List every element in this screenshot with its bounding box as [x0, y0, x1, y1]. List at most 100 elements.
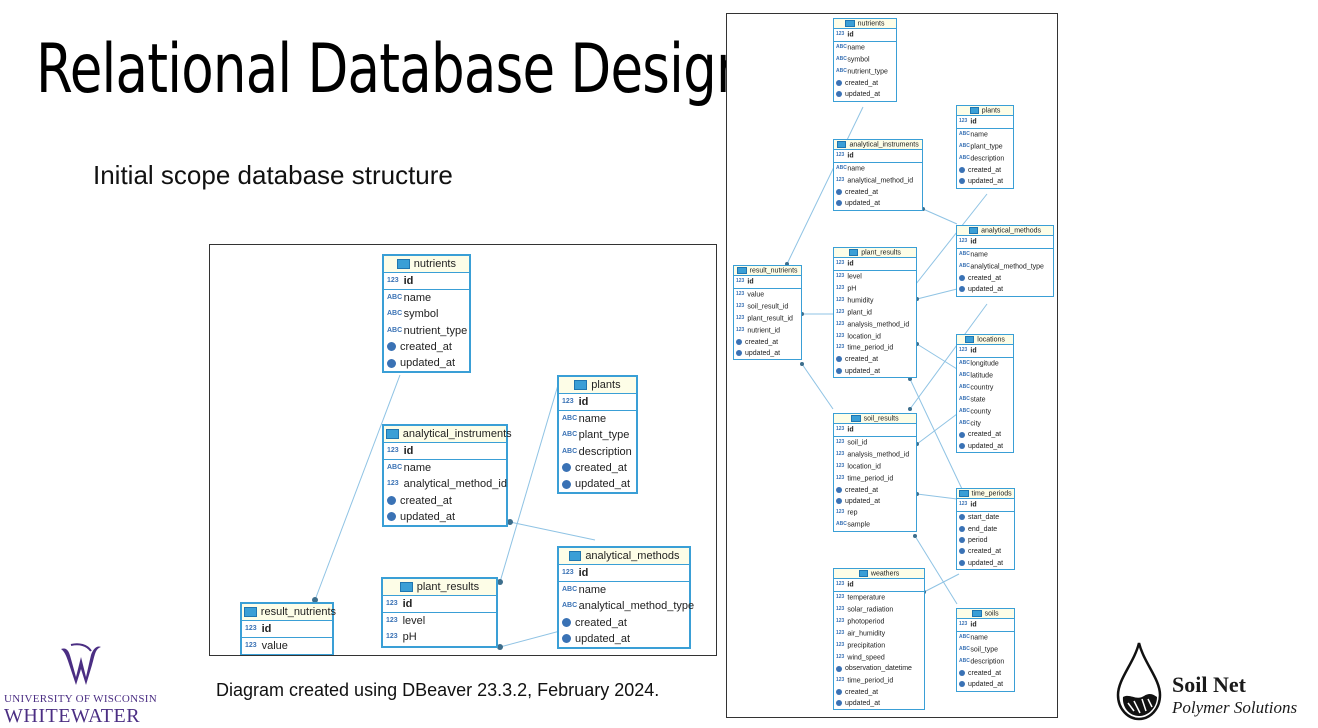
column-name: period [968, 536, 988, 544]
relationship-line [801, 363, 834, 410]
column-name: name [970, 131, 988, 139]
numeric-type-icon: 123 [836, 641, 845, 648]
table-header: analytical_methods [559, 548, 689, 565]
text-type-icon: ABC [836, 165, 847, 172]
column-name: updated_at [845, 200, 881, 208]
column-name: created_at [968, 166, 1002, 174]
column-name: updated_at [968, 681, 1004, 689]
column-name: end_date [968, 525, 998, 533]
column-name: county [970, 408, 992, 416]
table-name: analytical_methods [585, 550, 680, 562]
numeric-type-icon: 123 [736, 291, 745, 298]
column-name: pH [402, 631, 417, 644]
column-name: name [578, 584, 607, 597]
column-name: longitude [970, 360, 999, 368]
column-row: ABCsymbol [384, 306, 469, 322]
numeric-type-icon: 123 [836, 273, 845, 280]
table-icon [858, 570, 868, 578]
numeric-type-icon: 123 [562, 398, 574, 405]
clock-icon [836, 356, 842, 363]
foreign-key-endpoint [784, 261, 790, 267]
column-row: ABCname [384, 460, 506, 476]
text-type-icon: ABC [387, 310, 403, 318]
column-row: ABCname [559, 411, 636, 427]
column-name: created_at [575, 461, 627, 474]
foreign-key-endpoint [907, 406, 913, 412]
clock-icon [836, 486, 842, 493]
table-header: soils [957, 609, 1014, 620]
column-name: name [403, 462, 432, 475]
numeric-type-icon: 123 [736, 303, 745, 310]
table-header: plant_results [834, 248, 916, 259]
column-name: plant_type [578, 429, 630, 442]
column-name: plant_id [847, 309, 872, 317]
column-row: ABCsoil_type [957, 644, 1014, 656]
numeric-type-icon: 123 [836, 426, 845, 433]
clock-icon [836, 200, 842, 207]
table-header: time_periods [957, 489, 1014, 500]
clock-icon [959, 514, 965, 521]
clock-icon [387, 358, 396, 368]
table-name: result_nutrients [260, 606, 337, 618]
table-header: nutrients [384, 256, 469, 273]
table-icon [969, 107, 979, 115]
relationship-line [916, 288, 958, 300]
soil-net-logo-line1: Soil Net [1172, 672, 1246, 697]
numeric-type-icon: 123 [387, 480, 399, 488]
table-icon [965, 336, 975, 344]
table-header: result_nutrients [242, 604, 336, 621]
column-name: air_humidity [847, 630, 886, 638]
table-header: result_nutrients [734, 266, 801, 277]
column-row: ABCanalytical_method_type [957, 261, 1053, 273]
relationship-line [922, 208, 958, 225]
clock-icon [836, 79, 842, 86]
table-header: plant_results [383, 579, 496, 596]
text-type-icon: ABC [959, 407, 970, 414]
table-icon [968, 227, 979, 235]
column-row: updated_at [957, 558, 1014, 569]
column-row: ABClongitude [957, 358, 1013, 370]
column-name: precipitation [847, 642, 886, 650]
table-icon [568, 551, 582, 561]
table-header: weathers [834, 569, 924, 580]
text-type-icon: ABC [959, 154, 970, 161]
column-name: nutrient_id [747, 327, 781, 335]
text-type-icon: ABC [959, 646, 970, 653]
text-type-icon: ABC [562, 586, 578, 594]
clock-icon [959, 525, 965, 532]
column-row: created_at [384, 339, 469, 355]
column-row: updated_at [957, 176, 1013, 187]
numeric-type-icon: 123 [836, 581, 845, 588]
numeric-type-icon: 123 [836, 594, 845, 601]
text-type-icon: ABC [836, 44, 847, 51]
table-header: plants [559, 377, 636, 394]
column-name: created_at [968, 274, 1002, 282]
numeric-type-icon: 123 [245, 642, 257, 650]
column-row: updated_at [834, 366, 916, 377]
column-name: description [970, 658, 1005, 666]
relationship-line [911, 193, 988, 290]
